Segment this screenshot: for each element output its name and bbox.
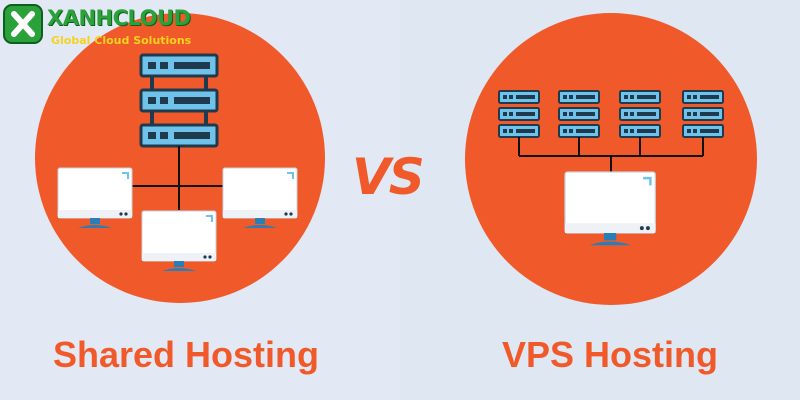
vps-server-stack-icon [558,90,600,138]
versus-label: VS [352,148,425,206]
x-letter-icon [3,4,43,44]
vps-server-stack-icon [682,90,724,138]
brand-name: XANHCLOUD [47,6,191,30]
shared-server-stack-icon [139,53,219,148]
shared-monitor-icon [222,167,298,229]
shared-hosting-caption: Shared Hosting [53,334,320,375]
brand-logo[interactable]: XANHCLOUD Global Cloud Solutions [3,4,213,48]
vps-network-lines [518,137,704,172]
vps-hosting-caption: VPS Hosting [502,334,719,375]
brand-tagline: Global Cloud Solutions [51,34,192,47]
shared-monitor-icon [57,167,133,229]
vps-server-stack-icon [619,90,661,138]
vps-monitor-icon [563,170,657,247]
shared-network-lines [131,146,225,210]
shared-monitor-icon [141,210,217,272]
vps-server-stack-icon [498,90,540,138]
